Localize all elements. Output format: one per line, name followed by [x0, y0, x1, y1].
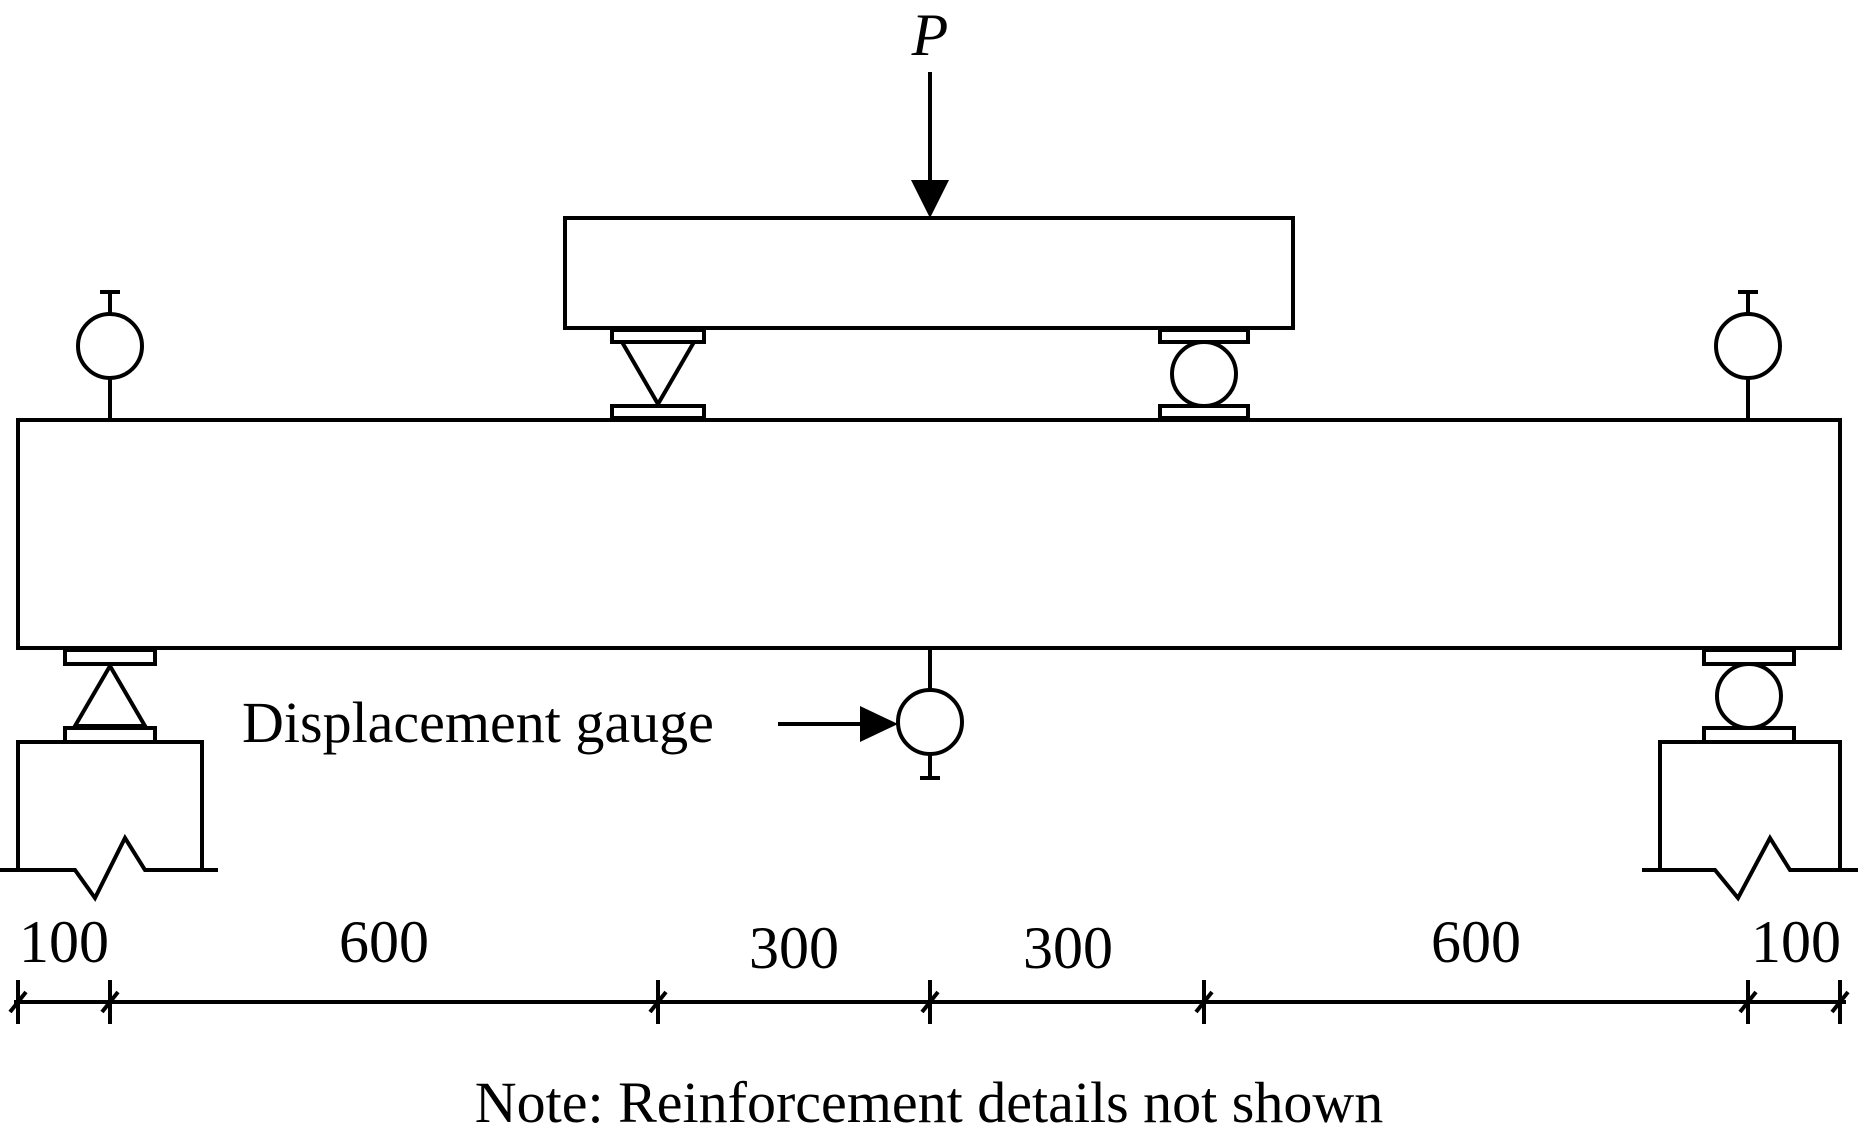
main-beam — [16, 418, 1842, 650]
right-pedestal — [1642, 740, 1858, 902]
bottom-displacement-gauge — [896, 648, 964, 780]
left-pin-support — [63, 648, 157, 744]
right-roller-support — [1702, 648, 1796, 744]
gauge-label: Displacement gauge — [242, 690, 714, 755]
load-arrow — [911, 72, 949, 218]
dim-600-right: 600 — [1431, 909, 1521, 975]
spreader-beam — [563, 216, 1295, 330]
spreader-pin-support — [610, 328, 706, 420]
dim-300-right: 300 — [1023, 915, 1113, 981]
dim-300-left: 300 — [749, 915, 839, 981]
dimension-line — [8, 980, 1850, 1024]
gauge-pointer-arrow — [778, 706, 898, 742]
top-left-dial-gauge — [76, 290, 144, 420]
left-pedestal — [0, 740, 218, 902]
dim-100-left: 100 — [19, 909, 109, 975]
top-right-dial-gauge — [1714, 290, 1782, 420]
note-text: Note: Reinforcement details not shown — [475, 1070, 1383, 1135]
dim-600-left: 600 — [339, 909, 429, 975]
spreader-roller-support — [1158, 328, 1250, 420]
dim-100-right: 100 — [1751, 909, 1841, 975]
load-label: P — [911, 2, 949, 68]
